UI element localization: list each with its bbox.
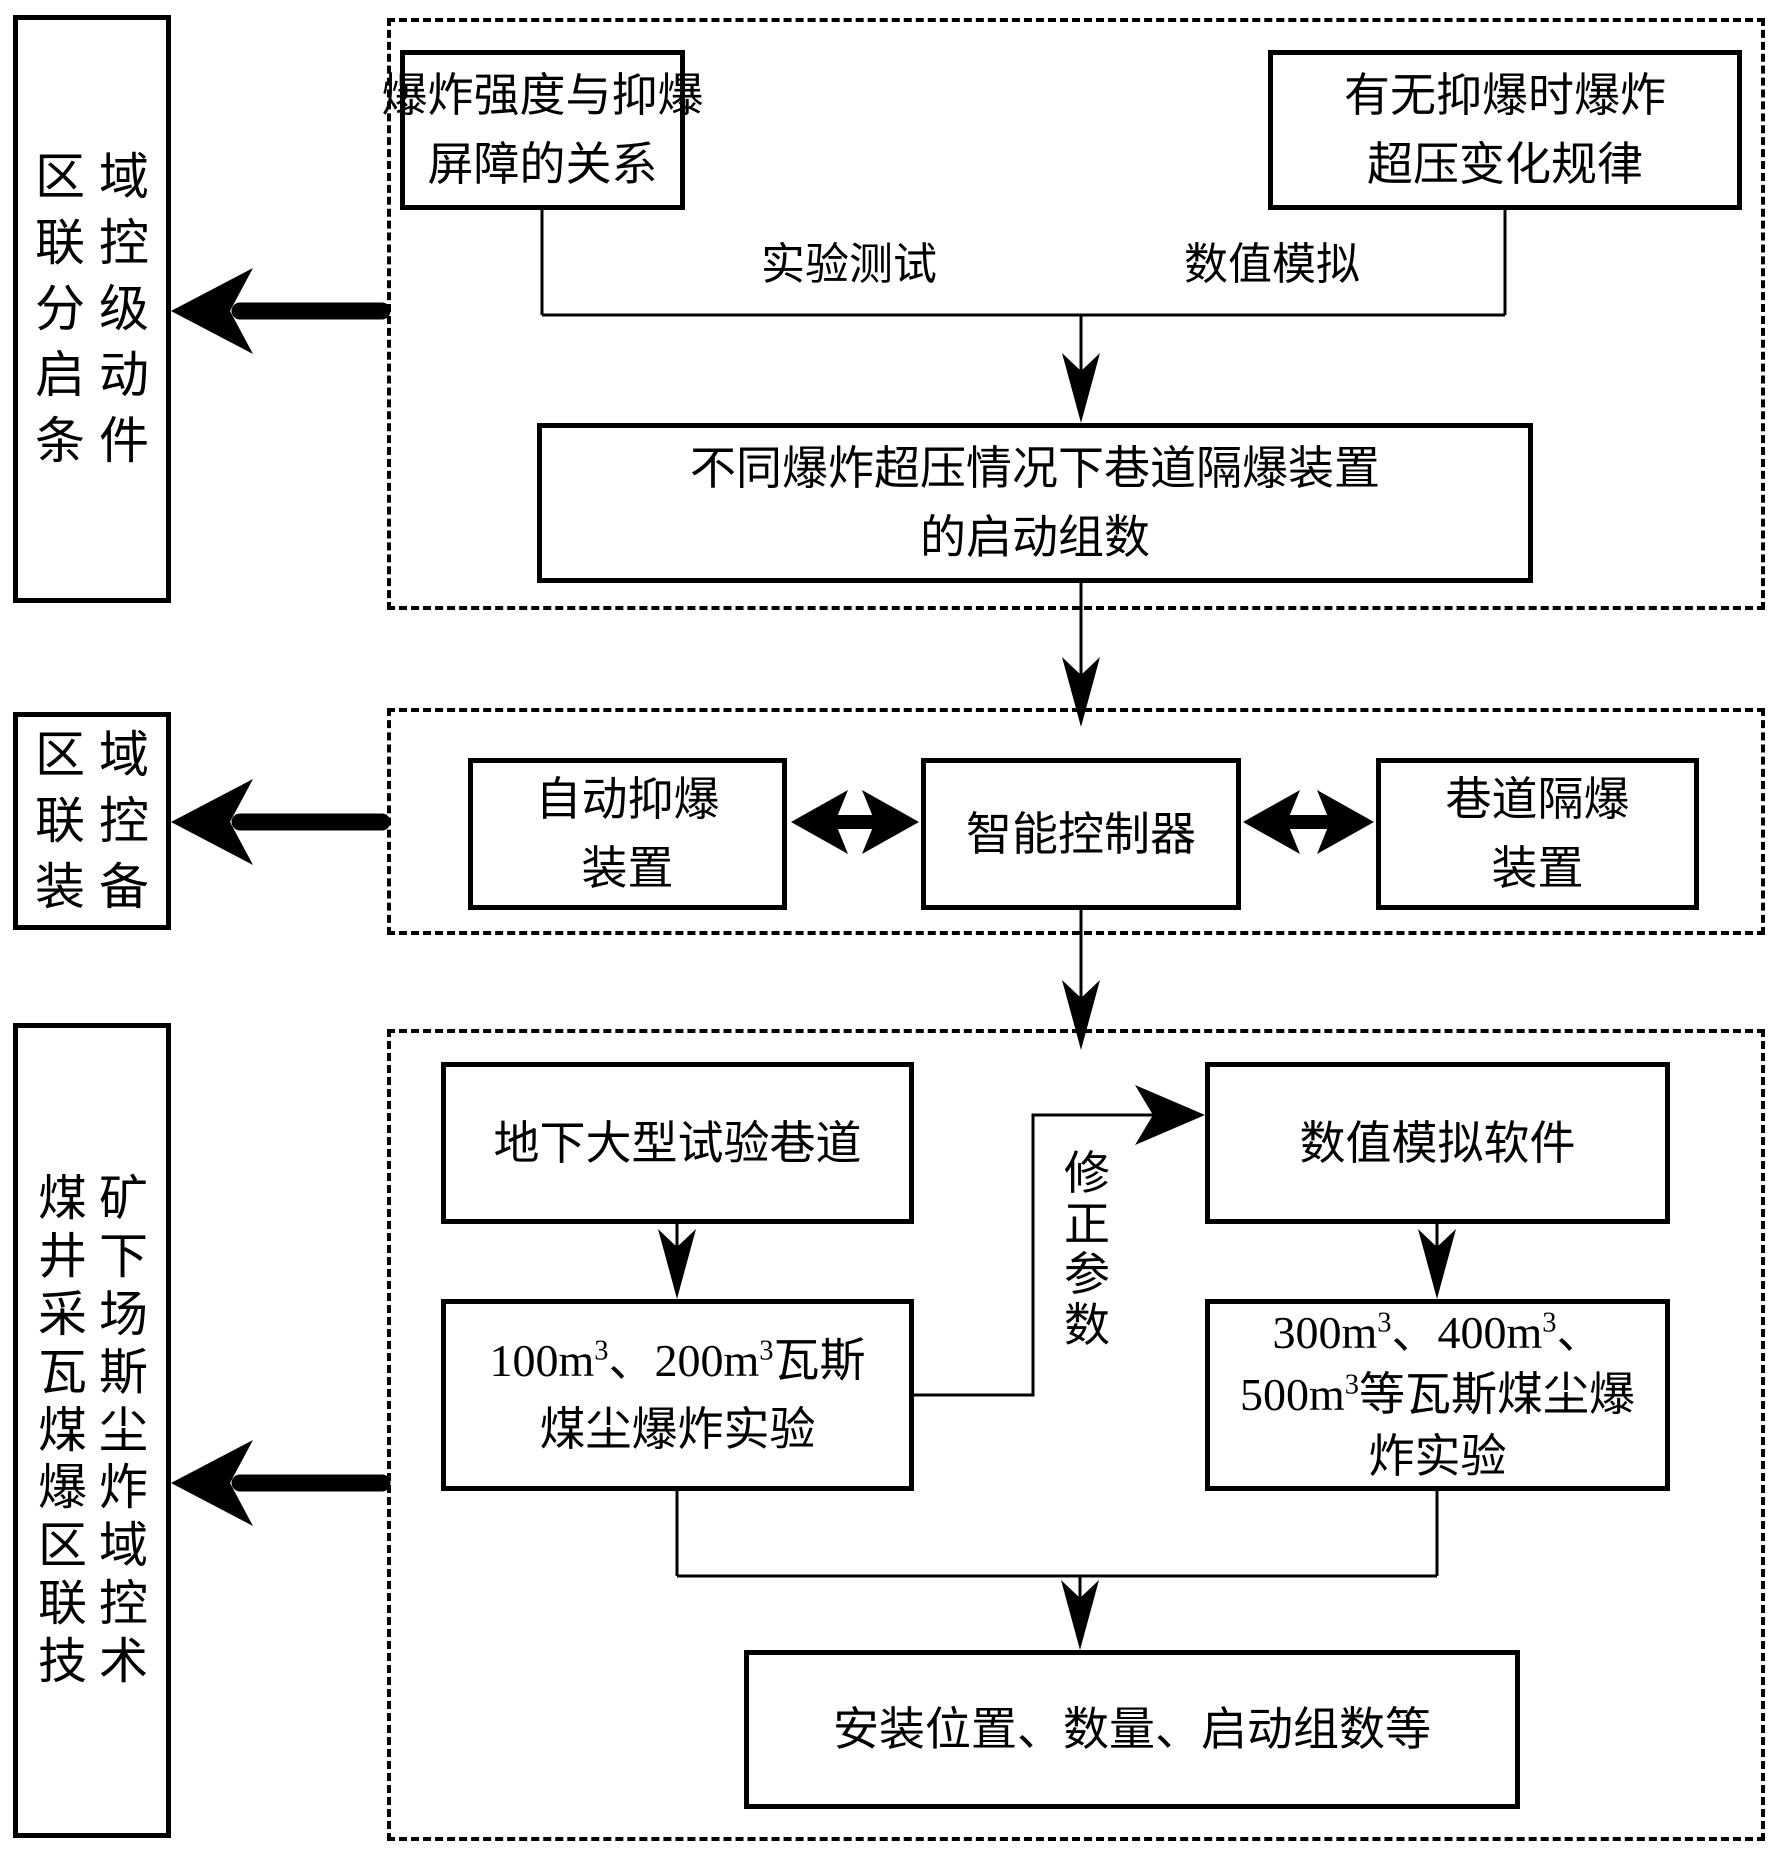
node-installation-result: 安装位置、数量、启动组数等 bbox=[744, 1650, 1520, 1809]
arrow-section2-to-section3 bbox=[1062, 910, 1100, 1050]
node-auto-suppression-device: 自动抑爆 装置 bbox=[468, 758, 787, 910]
node-underground-test-tunnel: 地下大型试验巷道 bbox=[441, 1062, 914, 1224]
left-box-equipment-label: 区域 联控 装备 bbox=[35, 727, 163, 915]
node-line: 100m3、200m3瓦斯 bbox=[489, 1335, 866, 1386]
superscript: 3 bbox=[1377, 1307, 1392, 1339]
label-correction-parameters: 修 正 参 数 bbox=[1064, 1147, 1110, 1351]
node-line: 炸实验 bbox=[1368, 1431, 1507, 1483]
connector-merge-lines bbox=[675, 1491, 1439, 1578]
node-line: 有无抑爆时爆炸 bbox=[1344, 70, 1666, 121]
left-box-equipment: 区域 联控 装备 bbox=[13, 712, 171, 930]
double-arrow-controller-isolation bbox=[1243, 790, 1374, 854]
left-box-start-conditions-label: 区域 联控 分级 启动 条件 bbox=[35, 149, 163, 469]
node-experiment-100-200: 100m3、200m3瓦斯 煤尘爆炸实验 bbox=[441, 1299, 914, 1491]
node-activation-groups: 不同爆炸超压情况下巷道隔爆装置 的启动组数 bbox=[537, 423, 1533, 583]
node-line: 煤尘爆炸实验 bbox=[539, 1404, 816, 1455]
superscript: 3 bbox=[759, 1335, 774, 1367]
node-roadway-isolation-device: 巷道隔爆 装置 bbox=[1376, 758, 1699, 910]
node-line: 数值模拟软件 bbox=[1299, 1117, 1576, 1169]
node-line: 爆炸强度与抑爆 bbox=[381, 70, 704, 121]
node-overpressure-law: 有无抑爆时爆炸 超压变化规律 bbox=[1268, 50, 1742, 210]
superscript: 3 bbox=[1542, 1307, 1557, 1339]
node-line: 装置 bbox=[1491, 843, 1584, 894]
thick-arrow-to-start-conditions bbox=[171, 268, 391, 354]
node-line: 地下大型试验巷道 bbox=[493, 1117, 862, 1169]
node-line: 巷道隔爆 bbox=[1445, 774, 1630, 825]
node-line: 装置 bbox=[581, 843, 674, 894]
thick-arrow-to-equipment bbox=[171, 779, 391, 865]
node-explosion-intensity-relation: 爆炸强度与抑爆 屏障的关系 bbox=[382, 50, 704, 210]
arrow-section1-to-section2 bbox=[1062, 583, 1100, 727]
node-simulation-software: 数值模拟软件 bbox=[1205, 1062, 1670, 1224]
node-intelligent-controller: 智能控制器 bbox=[921, 758, 1241, 910]
superscript: 3 bbox=[1344, 1369, 1360, 1401]
arrow-tunnel-to-experiment bbox=[658, 1224, 696, 1299]
node-line: 500m3等瓦斯煤尘爆 bbox=[1239, 1368, 1636, 1420]
left-box-technology-label: 煤矿 井下 采场 瓦斯 煤尘 爆炸 区域 联控 技术 bbox=[37, 1171, 160, 1689]
double-arrow-suppression-controller bbox=[791, 790, 919, 854]
left-box-start-conditions: 区域 联控 分级 启动 条件 bbox=[13, 15, 171, 603]
node-line: 屏障的关系 bbox=[427, 139, 658, 190]
node-line: 超压变化规律 bbox=[1367, 139, 1643, 190]
arrow-bus-to-activation-groups bbox=[1062, 315, 1100, 423]
node-line: 不同爆炸超压情况下巷道隔爆装置 bbox=[690, 443, 1380, 494]
label-experiment-test: 实验测试 bbox=[761, 240, 937, 289]
node-line: 智能控制器 bbox=[966, 808, 1196, 860]
node-experiment-300-400-500: 300m3、400m3、 500m3等瓦斯煤尘爆 炸实验 bbox=[1205, 1299, 1670, 1491]
arrow-software-to-experiment bbox=[1418, 1224, 1456, 1299]
arrow-correction-elbow bbox=[914, 1085, 1205, 1397]
node-line: 的启动组数 bbox=[920, 512, 1150, 563]
superscript: 3 bbox=[594, 1335, 609, 1367]
label-numerical-simulation: 数值模拟 bbox=[1184, 240, 1360, 289]
arrow-merge-to-result bbox=[1061, 1576, 1099, 1650]
node-line: 自动抑爆 bbox=[535, 774, 720, 825]
left-box-technology: 煤矿 井下 采场 瓦斯 煤尘 爆炸 区域 联控 技术 bbox=[13, 1023, 171, 1838]
node-line: 300m3、400m3、 bbox=[1272, 1306, 1603, 1358]
node-line: 安装位置、数量、启动组数等 bbox=[833, 1704, 1431, 1755]
thick-arrow-to-technology bbox=[171, 1440, 391, 1526]
